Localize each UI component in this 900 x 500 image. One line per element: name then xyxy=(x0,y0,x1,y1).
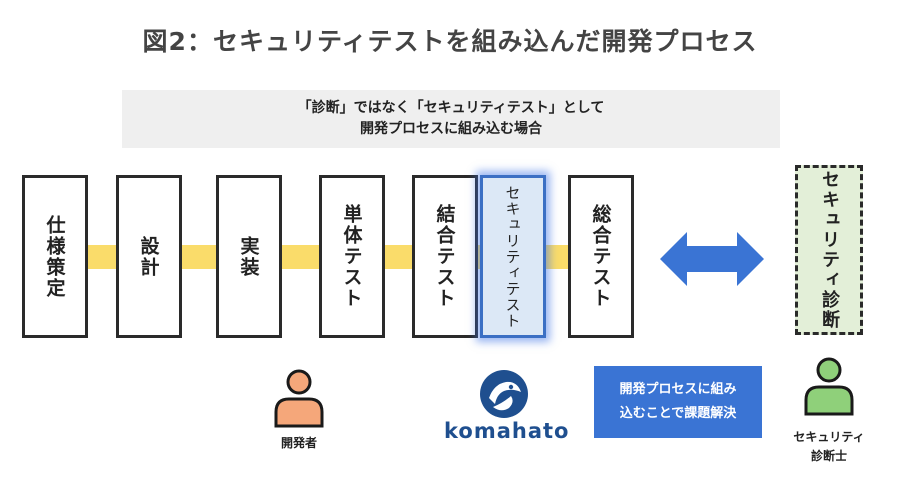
step-spec-label: 仕様策定 xyxy=(43,214,66,299)
diagnostician-icon xyxy=(804,357,854,416)
security-diagnosis-label: セキュリティ診断 xyxy=(819,170,840,330)
developer-icon xyxy=(274,369,324,428)
diagram-title: 図2：セキュリティテストを組み込んだ開発プロセス xyxy=(142,27,758,56)
komahato-logo-icon xyxy=(480,370,528,418)
diagnostician-label: セキュリティ 診断士 xyxy=(779,428,879,466)
step-integration-test-label: 結合テスト xyxy=(433,204,456,309)
step-system-test: 総合テスト xyxy=(568,175,634,338)
diagnostician-label-line-1: セキュリティ xyxy=(793,430,865,444)
solution-callout: 開発プロセスに組み 込むことで課題解決 xyxy=(594,366,762,438)
step-spec: 仕様策定 xyxy=(22,175,88,338)
komahato-logo-text: komahato xyxy=(444,419,570,443)
step-design-label: 設計 xyxy=(137,235,160,278)
step-implementation-label: 実装 xyxy=(237,235,260,278)
banner-line-1: 「診断」ではなく「セキュリティテスト」として xyxy=(297,100,605,116)
security-diagnosis-box: セキュリティ診断 xyxy=(795,165,863,335)
step-integration-test: 結合テスト xyxy=(412,175,478,338)
banner: 「診断」ではなく「セキュリティテスト」として 開発プロセスに組み込む場合 xyxy=(122,90,780,148)
callout-line-2: 込むことで課題解決 xyxy=(619,406,737,421)
double-arrow-icon xyxy=(660,232,764,286)
step-unit-test-label: 単体テスト xyxy=(340,204,363,309)
step-system-test-label: 総合テスト xyxy=(589,204,612,309)
step-design: 設計 xyxy=(116,175,182,338)
developer-label: 開発者 xyxy=(280,436,317,450)
banner-line-2: 開発プロセスに組み込む場合 xyxy=(360,121,542,137)
diagnostician-label-line-2: 診断士 xyxy=(810,449,847,463)
step-security-test: セキュリティテスト xyxy=(480,175,546,338)
step-security-test-label: セキュリティテスト xyxy=(503,184,522,329)
callout-line-1: 開発プロセスに組み xyxy=(619,382,737,397)
step-implementation: 実装 xyxy=(216,175,282,338)
step-unit-test: 単体テスト xyxy=(319,175,385,338)
